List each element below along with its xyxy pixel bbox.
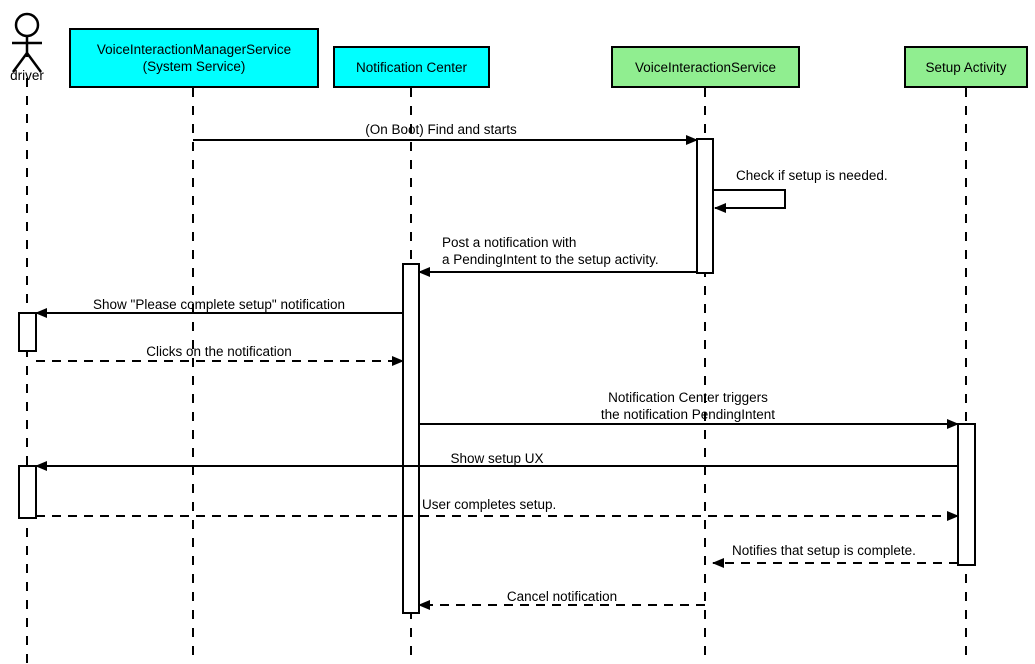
participant-label-vims: VoiceInteractionManagerService (System S… xyxy=(96,42,292,74)
msg-notification-center-triggers-label: Notification Center triggers the notific… xyxy=(600,390,776,422)
participant-label-vis: VoiceInteractionService xyxy=(634,59,777,75)
actor-stick-figure-icon xyxy=(11,12,43,73)
participant-label-setup-activity: Setup Activity xyxy=(925,59,1007,75)
act-driver-1 xyxy=(18,312,37,352)
msg-check-if-setup-is-needed xyxy=(713,189,786,213)
msg-clicks-on-the-notification-label: Clicks on the notification xyxy=(146,344,292,359)
msg-check-if-setup-is-needed-label: Check if setup is needed. xyxy=(736,168,888,183)
msg-notifies-setup-complete-label: Notifies that setup is complete. xyxy=(732,543,916,558)
act-driver-2 xyxy=(18,465,37,519)
participant-box-notification-center[interactable]: Notification Center xyxy=(333,46,490,88)
actor-label-driver: driver xyxy=(10,68,44,83)
message-arrows-group xyxy=(35,135,959,610)
participant-box-vims[interactable]: VoiceInteractionManagerService (System S… xyxy=(69,28,319,88)
lifelines-group xyxy=(26,78,967,664)
act-vis xyxy=(696,138,714,274)
act-setup-activity xyxy=(957,423,976,566)
msg-post-a-notification-label: Post a notification with a PendingIntent… xyxy=(442,235,659,267)
msg-show-please-complete-setup-label: Show "Please complete setup" notificatio… xyxy=(93,297,345,312)
msg-show-setup-ux-label: Show setup UX xyxy=(450,451,544,466)
activation-bars-group xyxy=(18,138,976,614)
participant-box-setup-activity[interactable]: Setup Activity xyxy=(904,46,1028,88)
msg-cancel-notification-label: Cancel notification xyxy=(506,589,618,604)
msg-user-completes-setup-label: User completes setup. xyxy=(422,497,557,512)
msg-on-boot-find-and-starts-label: (On Boot) Find and starts xyxy=(365,122,517,137)
act-notification-center xyxy=(402,263,420,614)
participant-box-vis[interactable]: VoiceInteractionService xyxy=(611,46,800,88)
participant-label-notification-center: Notification Center xyxy=(355,59,468,75)
